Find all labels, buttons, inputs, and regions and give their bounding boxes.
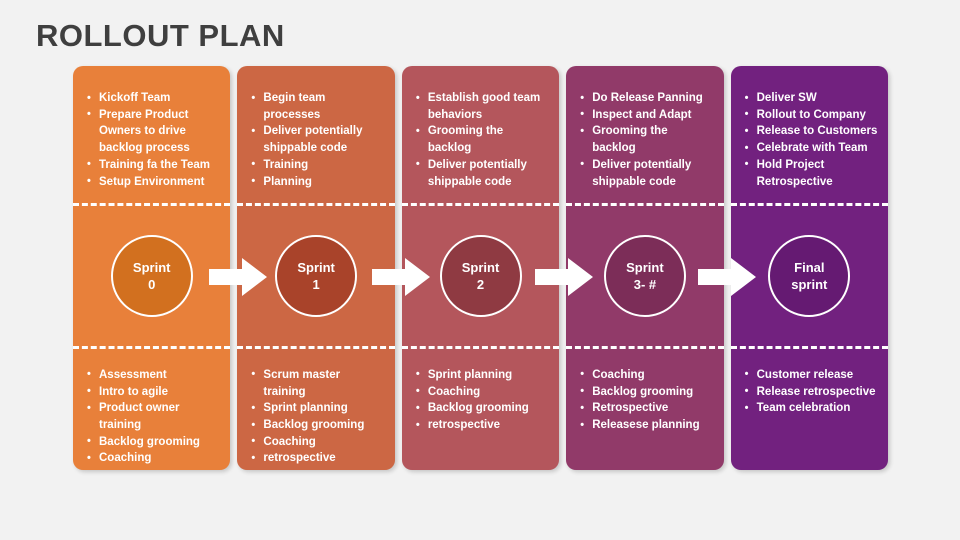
bottom-bullet-list: Sprint planningCoachingBacklog groomingr… (414, 366, 549, 434)
sprint-circle-label-line2: 1 (312, 276, 320, 292)
bottom-bullet-list: CoachingBacklog groomingRetrospectiveRel… (578, 366, 713, 434)
column-final-sprint-bottom-section: Customer releaseRelease retrospectiveTea… (731, 349, 888, 470)
list-item: Inspect and Adapt (578, 106, 713, 124)
column-sprint-0-bottom-section: AssessmentIntro to agileProduct owner tr… (73, 349, 230, 470)
list-item: Sprint planning (249, 400, 384, 417)
list-item: Backlog grooming (414, 400, 549, 417)
list-item: Backlog grooming (578, 383, 713, 401)
list-item: Sprint planning (414, 366, 549, 384)
column-final-sprint[interactable]: Deliver SWRollout to CompanyRelease to C… (730, 66, 889, 470)
dashed-divider-bottom (73, 345, 231, 349)
list-item: Coaching (578, 366, 713, 384)
column-sprint-1-top-section: Begin team processesDeliver potentially … (237, 66, 394, 203)
dashed-divider-bottom (566, 345, 724, 349)
list-item: Planning (249, 173, 384, 191)
rollout-columns: Kickoff TeamPrepare Product Owners to dr… (73, 66, 889, 470)
column-sprint-0[interactable]: Kickoff TeamPrepare Product Owners to dr… (73, 66, 231, 470)
list-item: Backlog grooming (249, 417, 384, 434)
dashed-divider-top (730, 202, 889, 206)
bottom-bullet-list: AssessmentIntro to agileProduct owner tr… (85, 366, 220, 467)
list-item: Coaching (414, 383, 549, 401)
list-item: Customer release (743, 366, 878, 384)
column-sprint-0-top-section: Kickoff TeamPrepare Product Owners to dr… (73, 66, 230, 203)
list-item: Prepare Product Owners to drive backlog … (85, 106, 220, 157)
top-bullet-list: Establish good team behaviorsGrooming th… (414, 89, 549, 190)
list-item: Kickoff Team (85, 90, 220, 107)
list-item: Rollout to Company (743, 106, 878, 124)
list-item: Establish good team behaviors (414, 89, 549, 123)
top-bullet-list: Deliver SWRollout to CompanyRelease to C… (743, 90, 878, 190)
list-item: Training (249, 156, 384, 174)
list-item: Backlog grooming (85, 433, 220, 451)
sprint-circle-label-line2: sprint (791, 276, 828, 292)
list-item: Scrum master training (249, 366, 384, 400)
sprint-circle-label-line1: Sprint (461, 259, 500, 275)
sprint-circle-label-line1: Final (794, 259, 825, 275)
column-sprint-2-bottom-section: Sprint planningCoachingBacklog groomingr… (402, 349, 559, 470)
column-final-sprint-top-section: Deliver SWRollout to CompanyRelease to C… (731, 66, 888, 203)
list-item: Assessment (85, 366, 220, 384)
column-sprint-1-bottom-section: Scrum master trainingSprint planningBack… (237, 349, 394, 470)
column-sprint-1[interactable]: Begin team processesDeliver potentially … (237, 66, 395, 470)
list-item: Product owner training (85, 400, 220, 433)
list-item: Hold Project Retrospective (743, 156, 878, 190)
list-item: Do Release Panning (578, 90, 713, 107)
list-item: Releasese planning (578, 417, 713, 434)
list-item: Grooming the backlog (578, 123, 713, 156)
dashed-divider-bottom (730, 345, 889, 349)
list-item: Celebrate with Team (743, 140, 878, 157)
bottom-bullet-list: Customer releaseRelease retrospectiveTea… (743, 366, 878, 417)
list-item: Deliver potentially shippable code (414, 156, 549, 190)
page-title: ROLLOUT PLAN (36, 18, 285, 53)
list-item: Begin team processes (249, 89, 384, 123)
dashed-divider-top (566, 202, 724, 206)
list-item: Retrospective (578, 400, 713, 417)
dashed-divider-top (237, 202, 395, 206)
column-sprint-2-top-section: Establish good team behaviorsGrooming th… (402, 66, 559, 203)
bottom-bullet-list: Scrum master trainingSprint planningBack… (249, 366, 384, 467)
list-item: retrospective (249, 450, 384, 467)
sprint-circle-label-line2: 0 (148, 276, 156, 292)
column-sprint-2[interactable]: Establish good team behaviorsGrooming th… (401, 66, 560, 470)
list-item: Release retrospective (743, 383, 878, 401)
sprint-circle-label-line1: Sprint (132, 259, 171, 275)
top-bullet-list: Begin team processesDeliver potentially … (249, 89, 384, 191)
list-item: Deliver potentially shippable code (249, 123, 384, 156)
list-item: Team celebration (743, 400, 878, 417)
dashed-divider-bottom (401, 345, 560, 349)
top-bullet-list: Do Release PanningInspect and AdaptGroom… (578, 90, 713, 190)
dashed-divider-bottom (237, 345, 395, 349)
sprint-circle-label-line1: Sprint (626, 259, 664, 275)
list-item: Setup Environment (85, 173, 220, 191)
column-sprint-3-top-section: Do Release PanningInspect and AdaptGroom… (566, 66, 723, 203)
list-item: Coaching (249, 433, 384, 451)
list-item: Coaching (85, 450, 220, 467)
sprint-circle-label-line2: 3- # (633, 276, 657, 292)
list-item: Deliver potentially shippable code (578, 156, 713, 190)
dashed-divider-top (73, 202, 231, 206)
list-item: retrospective (414, 417, 549, 434)
list-item: Grooming the backlog (414, 123, 549, 156)
sprint-circle-label-line1: Sprint (297, 259, 335, 275)
dashed-divider-top (401, 202, 560, 206)
sprint-circle-label-line2: 2 (476, 276, 485, 292)
top-bullet-list: Kickoff TeamPrepare Product Owners to dr… (85, 90, 220, 190)
list-item: Deliver SW (743, 90, 878, 107)
list-item: Release to Customers (743, 123, 878, 140)
list-item: Intro to agile (85, 383, 220, 401)
column-sprint-3-bottom-section: CoachingBacklog groomingRetrospectiveRel… (566, 349, 723, 470)
list-item: Training fa the Team (85, 156, 220, 174)
column-sprint-3[interactable]: Do Release PanningInspect and AdaptGroom… (566, 66, 724, 470)
